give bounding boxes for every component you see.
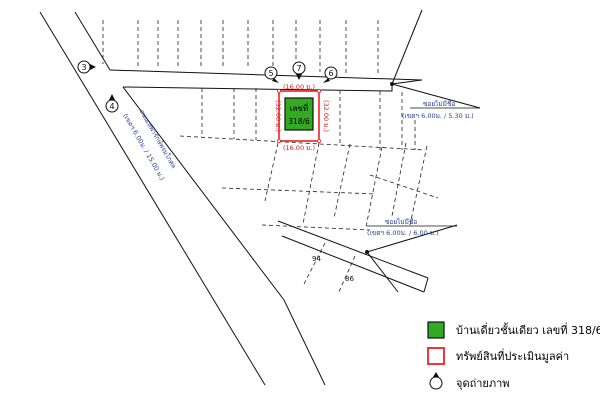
lower-spur: [366, 251, 399, 293]
legend: บ้านเดี่ยวชั้นเดียว เลขที่ 318/6 ทรัพย์ส…: [427, 321, 600, 390]
photo-point-5[interactable]: 5: [264, 66, 279, 83]
building-label: เลขที่: [290, 102, 308, 113]
photo-point-label: 6: [328, 69, 333, 78]
upper-road-south-edge: [122, 79, 423, 92]
soi-lower-label: ซอยไม่มีชื่อ (เขตฯ 6.00ม. / 6.00 ม.): [367, 217, 457, 237]
legend-property: ทรัพย์สินที่ประเมินมูลค่า: [427, 347, 569, 365]
main-road-edge-right: [74, 11, 111, 71]
legend-photo-point-text: จุดถ่ายภาพ: [456, 377, 510, 390]
junction-dot-lower: [365, 250, 369, 254]
photo-point-label: 7: [296, 64, 301, 73]
legend-building-swatch: [427, 321, 445, 339]
property-boundary: [278, 90, 320, 142]
parcel-number-94: 94: [312, 255, 321, 263]
legend-photo-point: จุดถ่ายภาพ: [429, 372, 510, 390]
building-number: 318/6: [288, 117, 310, 126]
photo-point-4[interactable]: 4: [105, 94, 119, 113]
photo-point-6[interactable]: 6: [323, 66, 338, 83]
main-road-label: ถนนเทพารักษ์พรมโกศล (เขตฯ 6.00ม. / 15.00…: [121, 108, 178, 182]
legend-building-text: บ้านเดี่ยวชั้นเดียว เลขที่ 318/6: [456, 322, 600, 337]
subject-property[interactable]: เลขที่ 318/6: [276, 89, 321, 143]
dimension-left: (32.00 ม.): [274, 100, 282, 132]
photo-point-label: 4: [109, 102, 114, 111]
upper-road-east-edge: [391, 9, 423, 85]
main-road-edge-left: [39, 11, 266, 386]
parcel-boundaries: [102, 20, 439, 295]
legend-building: บ้านเดี่ยวชั้นเดียว เลขที่ 318/6: [427, 321, 600, 339]
soi-upper-width: (เขตฯ 6.00ม. / 5.30 ม.): [402, 112, 474, 120]
photo-point-label: 5: [268, 69, 273, 78]
main-road-edge-right-lower: [122, 86, 326, 386]
lower-road-north-edge: [277, 220, 429, 279]
photo-point-7[interactable]: 7: [292, 61, 306, 80]
dimension-top: (16.00 ม.): [283, 83, 315, 91]
road-lines: [39, 9, 481, 386]
dimension-bottom: (16.00 ม.): [283, 144, 315, 152]
legend-property-swatch: [427, 347, 445, 365]
building-footprint: [284, 97, 314, 131]
camera-icon: [429, 372, 443, 390]
photo-point-3[interactable]: 3: [77, 60, 96, 74]
soi-lower-name: ซอยไม่มีชื่อ: [385, 217, 417, 226]
soi-upper-name: ซอยไม่มีชื่อ: [423, 99, 455, 108]
soi-upper-label: ซอยไม่มีชื่อ (เขตฯ 6.00ม. / 5.30 ม.): [402, 99, 480, 120]
junction-dot-upper: [390, 82, 394, 86]
lower-road-end: [423, 277, 429, 293]
parcel-number-86: 86: [345, 275, 354, 283]
soi-lower-width: (เขตฯ 6.00ม. / 6.00 ม.): [367, 229, 439, 237]
dimension-right: (32.00 ม.): [322, 100, 330, 132]
lower-road-south-edge: [281, 235, 425, 293]
soi-upper-line: [391, 83, 481, 109]
soi-lower-line: [366, 224, 458, 253]
legend-property-text: ทรัพย์สินที่ประเมินมูลค่า: [456, 348, 569, 363]
photo-point-label: 3: [81, 63, 86, 72]
